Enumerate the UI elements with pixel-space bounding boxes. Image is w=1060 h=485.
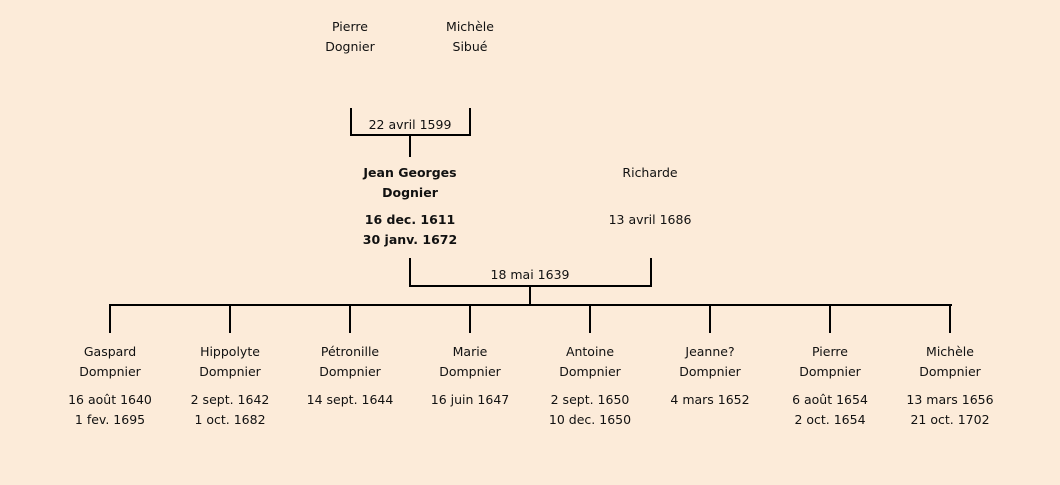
first-name: Richarde — [622, 165, 678, 180]
birth-date: 13 mars 1656 — [906, 392, 994, 407]
first-name: Gaspard — [83, 344, 137, 359]
birth-date: 16 juin 1647 — [430, 392, 510, 407]
first-name: Jeanne? — [685, 344, 735, 359]
connector-line — [709, 304, 711, 333]
connector-line — [829, 304, 831, 333]
death-date: 21 oct. 1702 — [910, 412, 990, 427]
death-date: 30 janv. 1672 — [362, 232, 458, 247]
first-name: Michèle — [926, 344, 974, 359]
death-date: 10 dec. 1650 — [548, 412, 632, 427]
connector-line — [529, 285, 531, 306]
birth-date: 16 dec. 1611 — [364, 212, 456, 227]
last-name: Dompnier — [679, 364, 741, 379]
birth-date: 14 sept. 1644 — [306, 392, 394, 407]
first-name: Jean Georges — [363, 165, 457, 180]
first-name: Pétronille — [320, 344, 380, 359]
first-name: Pierre — [332, 19, 368, 34]
person-spouse[interactable]: Richarde 13 avril 1686 — [570, 163, 730, 230]
marriage-date: 18 mai 1639 — [490, 267, 570, 282]
death-date: 1 fev. 1695 — [74, 412, 146, 427]
connector-line — [350, 108, 352, 136]
connector-line — [949, 304, 951, 333]
last-name: Dompnier — [799, 364, 861, 379]
connector-line — [469, 304, 471, 333]
connector-line — [409, 258, 411, 287]
child[interactable]: Marie Dompnier 16 juin 1647 — [390, 342, 550, 410]
child[interactable]: Michèle Dompnier 13 mars 1656 21 oct. 17… — [870, 342, 1030, 430]
connector-line — [109, 304, 952, 306]
connector-line — [409, 134, 411, 157]
birth-date: 16 août 1640 — [68, 392, 152, 407]
death-date: 1 oct. 1682 — [194, 412, 266, 427]
last-name: Dognier — [382, 185, 438, 200]
last-name: Dompnier — [439, 364, 501, 379]
connector-line — [349, 304, 351, 333]
birth-date: 2 sept. 1642 — [190, 392, 270, 407]
last-name: Dompnier — [919, 364, 981, 379]
last-name: Dompnier — [319, 364, 381, 379]
connector-line — [650, 258, 652, 287]
child[interactable]: Hippolyte Dompnier 2 sept. 1642 1 oct. 1… — [150, 342, 310, 430]
death-date: 2 oct. 1654 — [794, 412, 866, 427]
connector-line — [229, 304, 231, 333]
connector-line — [589, 304, 591, 333]
child[interactable]: Pierre Dompnier 6 août 1654 2 oct. 1654 — [750, 342, 910, 430]
last-name: Sibué — [452, 39, 488, 54]
birth-date: 6 août 1654 — [792, 392, 868, 407]
person-subject[interactable]: Jean Georges Dognier 16 dec. 1611 30 jan… — [330, 163, 490, 250]
first-name: Michèle — [446, 19, 494, 34]
last-name: Dompnier — [79, 364, 141, 379]
birth-date: 4 mars 1652 — [670, 392, 750, 407]
connector-line — [469, 108, 471, 136]
first-name: Pierre — [812, 344, 848, 359]
parents-marriage-date: 22 avril 1599 — [368, 117, 452, 132]
child[interactable]: Antoine Dompnier 2 sept. 1650 10 dec. 16… — [510, 342, 670, 430]
first-name: Hippolyte — [200, 344, 260, 359]
death-date: 13 avril 1686 — [608, 212, 692, 227]
connector-line — [109, 304, 111, 333]
person-mother[interactable]: Michèle Sibué — [390, 17, 550, 57]
last-name: Dompnier — [199, 364, 261, 379]
last-name: Dognier — [325, 39, 375, 54]
birth-date: 2 sept. 1650 — [550, 392, 630, 407]
person-father[interactable]: Pierre Dognier — [270, 17, 430, 57]
child[interactable]: Gaspard Dompnier 16 août 1640 1 fev. 169… — [30, 342, 190, 430]
first-name: Marie — [452, 344, 488, 359]
first-name: Antoine — [565, 344, 615, 359]
child[interactable]: Jeanne? Dompnier 4 mars 1652 — [630, 342, 790, 410]
child[interactable]: Pétronille Dompnier 14 sept. 1644 — [270, 342, 430, 410]
last-name: Dompnier — [559, 364, 621, 379]
